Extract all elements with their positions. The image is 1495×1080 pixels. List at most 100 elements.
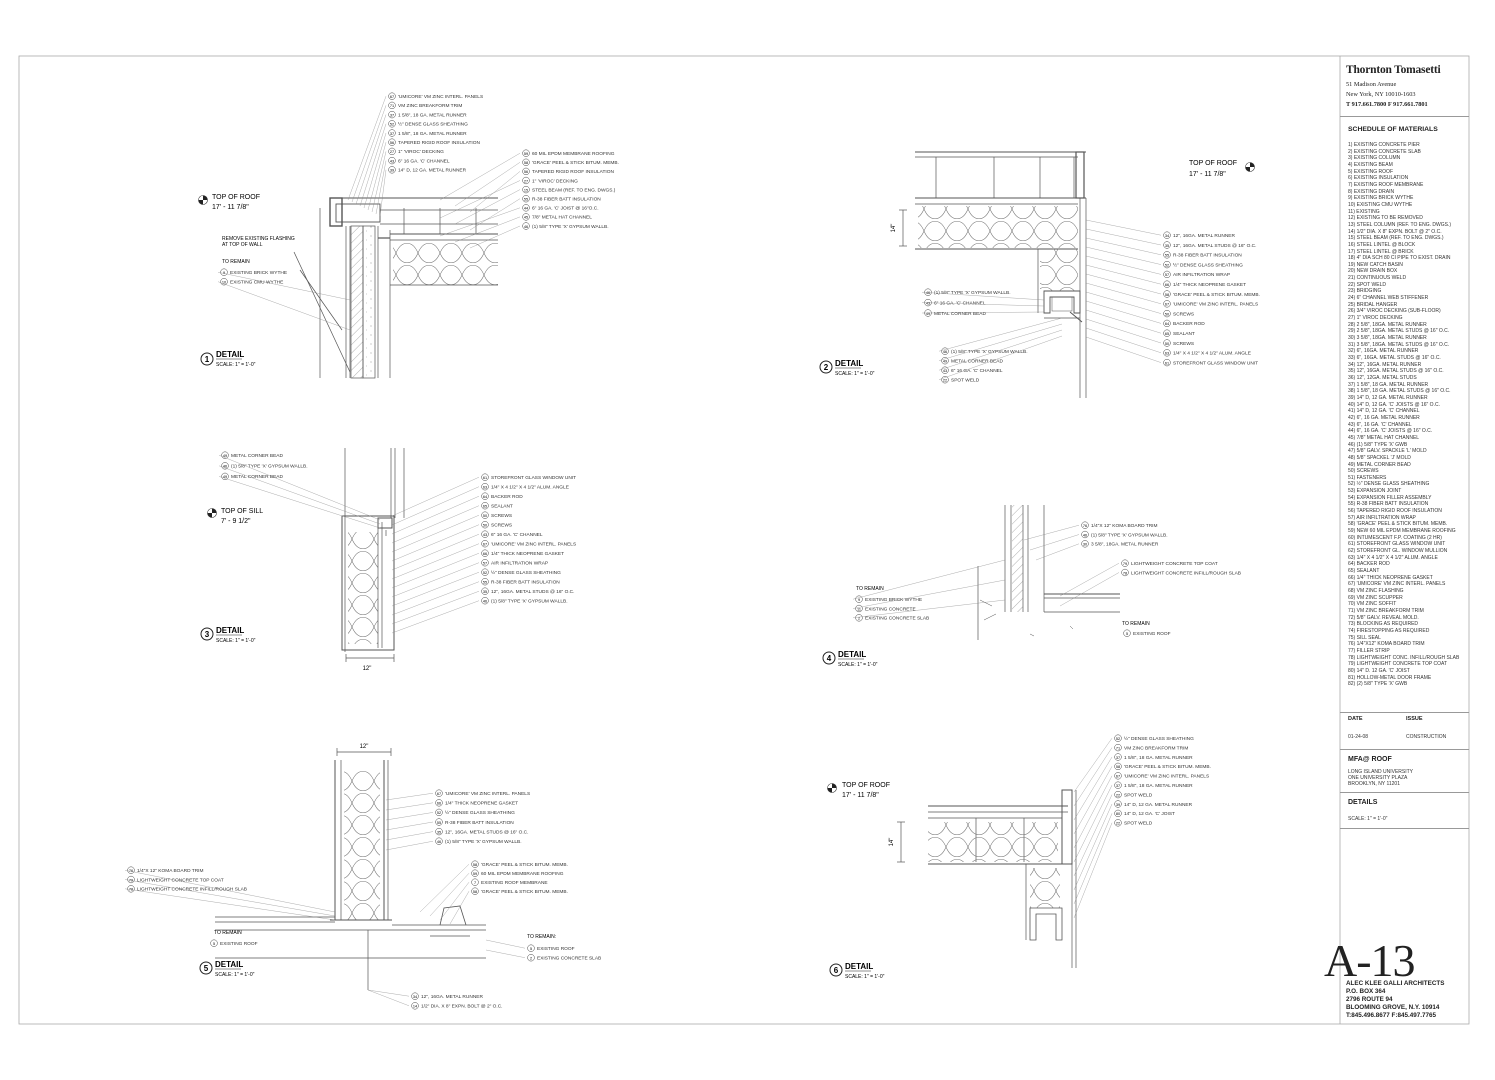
tag-bubble <box>210 939 218 947</box>
leader-line <box>385 802 434 811</box>
leader-line <box>391 486 480 526</box>
detail-1-linework <box>293 197 498 379</box>
material-item: 18) 4" DIA SCH 80 CI PIPE TO EXIST. DRAI… <box>1348 255 1451 262</box>
callout-text: EXISTING ROOF <box>1133 631 1171 637</box>
callout-tag: 22 <box>1116 793 1120 797</box>
material-item: 69) VM ZINC SCUPPER <box>1348 594 1403 601</box>
callout-text: (1) 5/8" TYPE 'X' GYPSUM WALLB. <box>934 290 1011 296</box>
tag-bubble <box>1163 231 1171 239</box>
leader-line <box>485 949 526 958</box>
callout-tag: 46 <box>1083 533 1087 537</box>
material-item: 61) STOREFRONT GLASS WINDOW UNIT <box>1348 541 1446 548</box>
leader-line <box>938 317 1063 352</box>
tag-bubble <box>1123 629 1131 637</box>
material-item: 48) 5/8" SPACKEL 'J' MOLD <box>1348 454 1411 461</box>
tag-bubble <box>522 149 530 157</box>
callout-text: 6" 16 GA. 'C' CHANNEL <box>951 368 1003 374</box>
callout-tag: 11 <box>857 607 861 611</box>
callout-text: 1 5/8", 18 GA. METAL RUNNER <box>1124 755 1193 761</box>
tag-bubble <box>471 887 479 895</box>
to-remain-label-right: TO REMAIN: <box>527 934 556 940</box>
callout: 46(1) 5/8" TYPE 'X' GYPSUM WALLB. <box>921 288 1045 301</box>
leader-line <box>449 891 470 925</box>
elevation-marker-d6: TOP OF ROOF 17' - 11 7/8" <box>827 782 890 799</box>
detail-number: 6 <box>834 966 839 975</box>
tag-bubble <box>388 147 396 156</box>
tag-bubble <box>388 129 396 137</box>
leader-line <box>355 114 387 205</box>
architect-name: ALEC KLEE GALLI ARCHITECTS <box>1346 980 1445 987</box>
leader-line <box>1085 309 1162 334</box>
material-item: 40) 14" D, 12 GA. 'C' JOISTS @ 16" O.C. <box>1348 401 1440 408</box>
callout-text: 6" 16 GA. 'C' CHANNEL <box>934 300 986 306</box>
callout-tag: 67 <box>1165 303 1169 307</box>
material-item: 46) (1) 5/8" TYPE 'X' GWB <box>1348 441 1408 448</box>
callout-text: 14" D, 12 GA. METAL RUNNER <box>1124 802 1193 808</box>
callout-tag: 58 <box>473 890 477 894</box>
material-item: 52) ½" DENSE GLASS SHEATHING <box>1348 481 1430 488</box>
material-item: 35) 12", 16GA. METAL STUDS @ 16" O.C. <box>1348 368 1444 375</box>
tag-bubble <box>435 789 443 797</box>
material-item: 70) VM ZINC SOFFIT <box>1348 601 1397 608</box>
callout-tag: 71 <box>1116 746 1120 750</box>
date-label: DATE <box>1348 716 1363 722</box>
architect-pobox: P.O. BOX 364 <box>1346 988 1386 995</box>
material-item: 32) 6", 16GA. METAL RUNNER <box>1348 348 1419 355</box>
callout-tag: 44 <box>524 207 528 211</box>
material-item: 41) 14" D, 12 GA. 'C' CHANNEL <box>1348 408 1420 415</box>
callout: 67'UMICORE' VM ZINC INTERL. PANELS <box>347 92 483 201</box>
material-item: 29) 2 5/8", 18GA. METAL STUDS @ 16" O.C. <box>1348 328 1450 335</box>
leader-line <box>1085 246 1162 265</box>
callout: 46(1) 5/8" TYPE 'X' GYPSUM WALLB. <box>1029 530 1168 551</box>
material-item: 17) STEEL LINTEL @ BRICK <box>1348 248 1414 255</box>
leader-line <box>371 151 387 213</box>
callout-tag: 37 <box>390 132 394 136</box>
callout-tag: 66 <box>1165 283 1169 287</box>
leader-line <box>454 162 521 207</box>
tag-bubble <box>1081 530 1089 539</box>
leader-line <box>1085 237 1162 255</box>
callout-tag: 58 <box>473 863 477 867</box>
callout-tag: 46 <box>223 465 227 469</box>
tag-bubble <box>855 604 863 613</box>
detail-1: TOP OF ROOF 17' - 11 7/8" REMOVE EXISTIN… <box>198 92 619 379</box>
to-remain-label: TO REMAIN <box>222 259 250 265</box>
sheet-title: DETAILS <box>1348 799 1378 806</box>
tag-bubble <box>471 878 479 886</box>
leader-line <box>1073 766 1113 835</box>
callout-text: R-38 FIBER BATT INSULATION <box>445 820 514 826</box>
callout-text: 12", 16GA. METAL STUDS @ 16" O.C. <box>445 829 528 835</box>
material-item: 14) 1/2" DIA. X 8" EXPN. BOLT @ 2" O.C. <box>1348 228 1442 235</box>
callout-text: SPOT WELD <box>951 378 980 384</box>
callout-text: 12", 16GA. METAL STUDS @ 16" O.C. <box>1173 243 1256 249</box>
callout-text: 1 5/8", 18 GA. METAL RUNNER <box>1124 783 1193 789</box>
callout-text: EXISTING CMU WYTHE <box>230 280 283 286</box>
callout-tag: 50 <box>1165 312 1169 316</box>
detail-1-title: 1 DETAIL SCALE: 1" = 1'-0" <box>200 350 256 368</box>
leader-line <box>1073 803 1113 891</box>
material-item: 63) 1/4" X 4 1/2" X 4 1/2" ALUM. ANGLE <box>1348 554 1438 561</box>
callout-tag: 55 <box>437 821 441 825</box>
material-item: 9) EXISTING BRICK WYTHE <box>1348 195 1414 202</box>
detail-number-circle <box>200 627 214 641</box>
leader-line <box>391 562 480 598</box>
material-item: 81) HOLLOW-METAL DOOR FRAME <box>1348 674 1432 681</box>
material-item: 34) 12", 16GA. METAL RUNNER <box>1348 361 1422 368</box>
material-item: 33) 6", 16GA. METAL STUDS @ 16" O.C. <box>1348 355 1441 361</box>
elevation-label: TOP OF ROOF <box>1189 160 1237 167</box>
callout: 46(1) 5/8" TYPE 'X' GYPSUM WALLB. <box>218 462 381 525</box>
callout-text: 1/4" THICK NEOPRENE GASKET <box>445 801 518 807</box>
tag-bubble <box>522 158 530 166</box>
detail-1-note-line-1: REMOVE EXISTING FLASHING <box>222 236 295 242</box>
tag-bubble <box>1163 349 1171 357</box>
callout-tag: 59 <box>524 152 528 156</box>
